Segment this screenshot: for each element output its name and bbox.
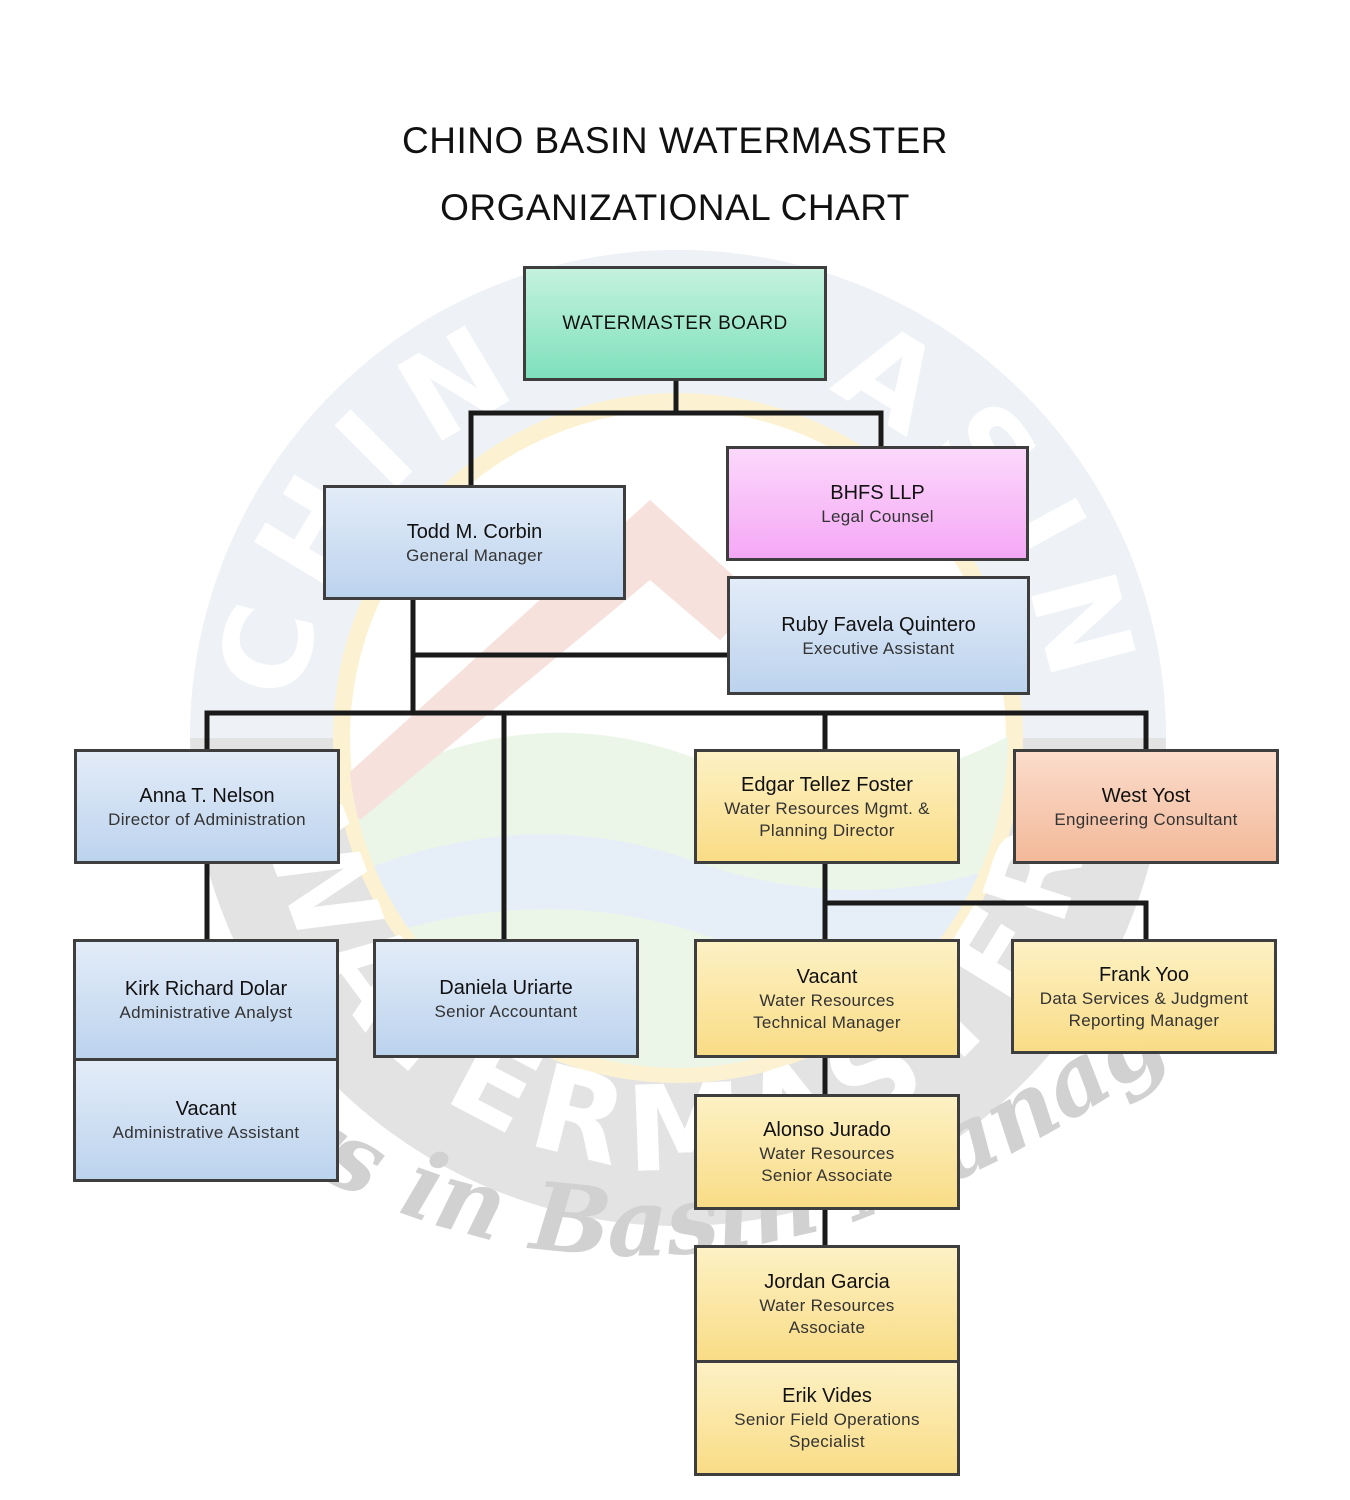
admin-assistant-box: Vacant Administrative Assistant <box>73 1058 339 1182</box>
wr-director-name: Edgar Tellez Foster <box>741 773 913 796</box>
engineering-consultant-box: West Yost Engineering Consultant <box>1013 749 1279 864</box>
seal-mountain <box>348 500 760 820</box>
admin-analyst-role: Administrative Analyst <box>119 1003 293 1022</box>
executive-assistant-box: Ruby Favela Quintero Executive Assistant <box>727 576 1030 695</box>
data-services-manager-name: Frank Yoo <box>1098 963 1190 986</box>
wr-senior-associate-name: Alonso Jurado <box>763 1119 891 1141</box>
wr-technical-manager-role-line1: Water Resources <box>759 990 895 1010</box>
wr-senior-associate-role-line2: Senior Associate <box>761 1166 893 1185</box>
engineering-consultant-name: West Yost <box>1101 784 1191 807</box>
chart-title-line1: CHINO BASIN WATERMASTER <box>402 120 948 161</box>
chart-title-line2: ORGANIZATIONAL CHART <box>440 187 910 228</box>
wr-director-role-line1: Water Resources Mgmt. & <box>724 798 930 818</box>
legal-counsel-box: BHFS LLP Legal Counsel <box>726 446 1029 561</box>
senior-accountant-box: Daniela Uriarte Senior Accountant <box>373 939 639 1058</box>
wr-senior-associate-role-line1: Water Resources <box>759 1144 895 1163</box>
wr-technical-manager-box: Vacant Water Resources Technical Manager <box>694 939 960 1058</box>
general-manager-name: Todd M. Corbin <box>406 520 543 543</box>
director-admin-box: Anna T. Nelson Director of Administratio… <box>74 749 340 864</box>
admin-assistant-name: Vacant <box>175 1098 237 1120</box>
legal-counsel-role: Legal Counsel <box>821 506 934 526</box>
director-admin-name: Anna T. Nelson <box>139 784 275 807</box>
board-box: WATERMASTER BOARD <box>523 266 827 381</box>
wr-director-box: Edgar Tellez Foster Water Resources Mgmt… <box>694 749 960 864</box>
wr-associate-role-line2: Associate <box>788 1318 866 1337</box>
general-manager-box: Todd M. Corbin General Manager <box>323 485 626 600</box>
seal-river <box>348 834 1008 963</box>
admin-analyst-name: Kirk Richard Dolar <box>124 978 288 1000</box>
field-ops-specialist-role-line1: Senior Field Operations <box>734 1410 920 1429</box>
field-ops-specialist-box: Erik Vides Senior Field Operations Speci… <box>694 1360 960 1476</box>
executive-assistant-name: Ruby Favela Quintero <box>781 613 976 636</box>
wr-associate-box: Jordan Garcia Water Resources Associate <box>694 1245 960 1363</box>
field-ops-specialist-role-line2: Specialist <box>789 1432 865 1451</box>
wr-technical-manager-role-line2: Technical Manager <box>753 1012 901 1032</box>
legal-counsel-name: BHFS LLP <box>830 481 925 504</box>
wr-associate-role-line1: Water Resources <box>759 1296 895 1315</box>
executive-assistant-role: Executive Assistant <box>802 638 955 658</box>
general-manager-role: General Manager <box>406 545 543 565</box>
wr-technical-manager-name: Vacant <box>796 965 858 988</box>
data-services-manager-role-line1: Data Services & Judgment <box>1039 988 1249 1008</box>
wr-associate-name: Jordan Garcia <box>764 1271 890 1293</box>
admin-assistant-role: Administrative Assistant <box>112 1123 300 1142</box>
data-services-manager-role-line2: Reporting Manager <box>1068 1010 1220 1030</box>
wr-director-role-line2: Planning Director <box>759 820 895 840</box>
data-services-manager-box: Frank Yoo Data Services & Judgment Repor… <box>1011 939 1277 1054</box>
senior-accountant-role: Senior Accountant <box>434 1001 578 1021</box>
engineering-consultant-role: Engineering Consultant <box>1054 809 1238 829</box>
wr-senior-associate-box: Alonso Jurado Water Resources Senior Ass… <box>694 1094 960 1210</box>
board-label: WATERMASTER BOARD <box>562 312 788 334</box>
senior-accountant-name: Daniela Uriarte <box>439 976 573 999</box>
field-ops-specialist-name: Erik Vides <box>782 1385 872 1407</box>
director-admin-role: Director of Administration <box>108 809 306 829</box>
admin-analyst-box: Kirk Richard Dolar Administrative Analys… <box>73 939 339 1061</box>
